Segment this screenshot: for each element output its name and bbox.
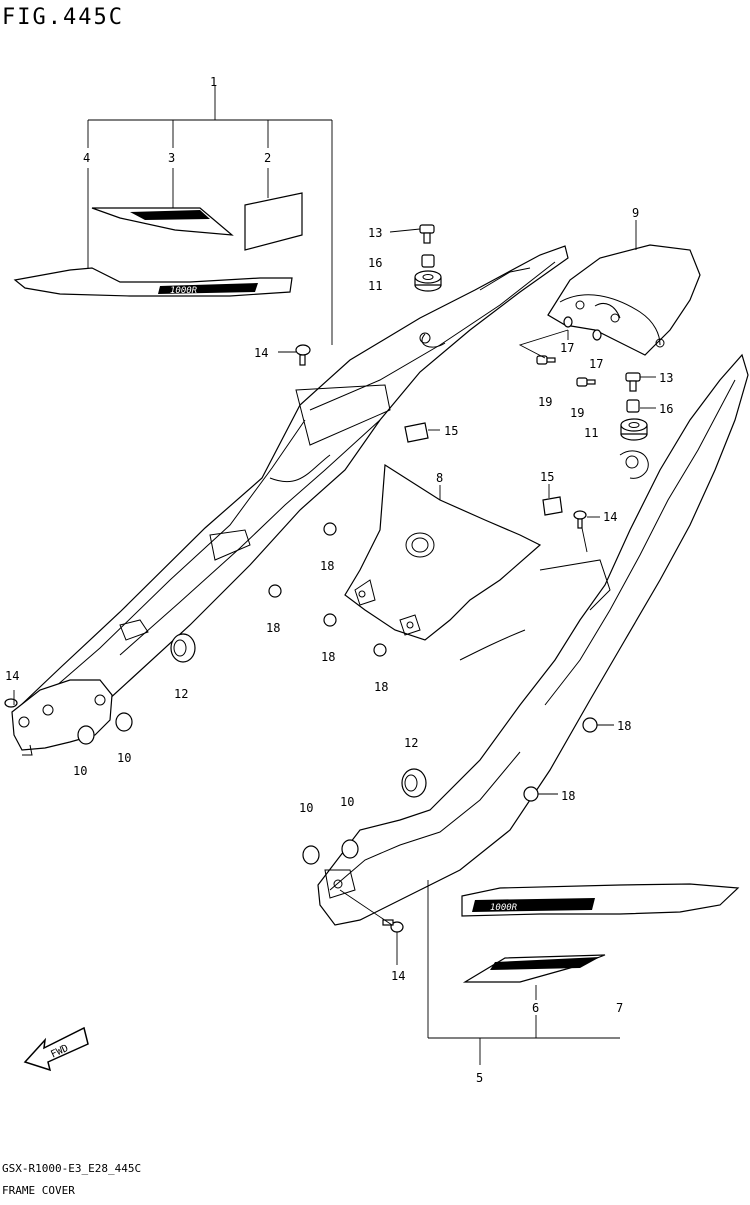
screw-17-b[interactable] [592, 329, 602, 341]
callout-7: 7 [616, 1001, 623, 1015]
nut-18-e[interactable] [582, 717, 598, 733]
callout-14b: 14 [603, 510, 617, 524]
fwd-arrow-icon [23, 1026, 89, 1072]
callout-15a: 15 [444, 424, 458, 438]
callout-numbers: 1 2 3 4 5 6 7 8 9 10 10 10 10 11 11 12 1… [5, 75, 673, 1085]
bolt-19-a[interactable] [536, 355, 556, 365]
callout-13a: 13 [368, 226, 382, 240]
bolt-13-right[interactable] [625, 372, 641, 392]
leader-lines [13, 86, 656, 1065]
decal-4 [13, 267, 293, 297]
callout-18f: 18 [561, 789, 575, 803]
damper-10-a[interactable] [77, 725, 95, 745]
damper-10-c[interactable] [302, 845, 320, 865]
callout-18c: 18 [321, 650, 335, 664]
bolt-19-b[interactable] [576, 377, 596, 387]
decal-7-logo: 1000R [490, 903, 518, 913]
screw-14-right[interactable] [573, 510, 587, 529]
center-cover[interactable] [344, 463, 542, 641]
callout-1: 1 [210, 75, 217, 89]
callout-18b: 18 [266, 621, 280, 635]
decal-7 [461, 883, 740, 917]
figure-name: FRAME COVER [2, 1184, 75, 1197]
callout-18a: 18 [320, 559, 334, 573]
left-frame-cover[interactable] [19, 245, 569, 745]
callout-10c: 10 [299, 801, 313, 815]
collar-16-upper[interactable] [421, 254, 435, 268]
callout-18d: 18 [374, 680, 388, 694]
collar-16-right[interactable] [626, 399, 640, 413]
callout-9: 9 [632, 206, 639, 220]
callout-10d: 10 [340, 795, 354, 809]
bolt-13-upper[interactable] [419, 224, 435, 244]
callout-10a: 10 [73, 764, 87, 778]
callout-6: 6 [532, 1001, 539, 1015]
callout-10b: 10 [117, 751, 131, 765]
screw-14-upper[interactable] [295, 344, 311, 366]
left-front-bracket[interactable] [11, 679, 113, 756]
nut-18-b[interactable] [268, 584, 282, 598]
callout-16a: 16 [368, 256, 382, 270]
callout-4: 4 [83, 151, 90, 165]
callout-13b: 13 [659, 371, 673, 385]
callout-15b: 15 [540, 470, 554, 484]
clip-15-right[interactable] [542, 496, 563, 516]
callout-17a: 17 [560, 341, 574, 355]
callout-11b: 11 [584, 426, 598, 440]
screw-17-a[interactable] [563, 316, 573, 328]
callout-5: 5 [476, 1071, 483, 1085]
callout-3: 3 [168, 151, 175, 165]
callout-14c: 14 [5, 669, 19, 683]
callout-17b: 17 [589, 357, 603, 371]
damper-10-d[interactable] [341, 839, 359, 859]
callout-18e: 18 [617, 719, 631, 733]
callout-19a: 19 [538, 395, 552, 409]
nut-18-d[interactable] [373, 643, 387, 657]
callout-11a: 11 [368, 279, 382, 293]
callout-12a: 12 [174, 687, 188, 701]
nut-18-c[interactable] [323, 613, 337, 627]
nut-18-f[interactable] [523, 786, 539, 802]
callout-12b: 12 [404, 736, 418, 750]
grommet-11-upper[interactable] [414, 270, 442, 292]
grommet-12-left[interactable] [170, 633, 196, 663]
callout-16b: 16 [659, 402, 673, 416]
clip-15-upper[interactable] [404, 422, 429, 443]
figure-code: GSX-R1000-E3_E28_445C [2, 1162, 141, 1175]
callout-14d: 14 [391, 969, 405, 983]
decal-6 [462, 954, 606, 983]
nut-18-a[interactable] [323, 522, 337, 536]
callout-2: 2 [264, 151, 271, 165]
decal-3 [91, 207, 234, 236]
decal-4-logo: 1000R [170, 286, 198, 296]
grommet-11-right[interactable] [620, 418, 648, 441]
grommet-12-right[interactable] [401, 768, 427, 798]
callout-14a: 14 [254, 346, 268, 360]
callout-8: 8 [436, 471, 443, 485]
seat-tail-cowl[interactable] [547, 244, 701, 356]
figure-title: FIG.445C [2, 5, 124, 30]
damper-10-b[interactable] [115, 712, 133, 732]
decal-2 [244, 192, 303, 251]
screw-14-lower[interactable] [382, 919, 404, 933]
right-frame-cover[interactable] [317, 353, 749, 926]
screw-14-left[interactable] [4, 698, 18, 708]
callout-19b: 19 [570, 406, 584, 420]
